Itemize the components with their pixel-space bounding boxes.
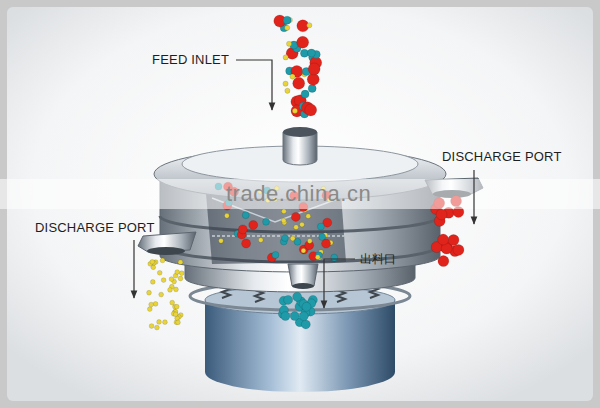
particle [448,234,459,245]
particle [305,104,317,116]
particle [169,277,174,282]
particle [293,77,305,89]
particles [147,15,464,330]
particle [249,221,258,230]
particle [308,84,316,92]
particle [315,252,322,259]
particle [168,288,173,293]
particle [438,256,449,267]
callout-label: DISCHARGE PORT [35,220,155,236]
particle [436,209,447,220]
particle [306,214,311,219]
particle [149,324,154,329]
particle [301,90,309,98]
particle [157,270,162,275]
inlet-mouth [283,127,317,137]
particle [160,258,165,263]
particle [284,295,293,304]
leader-lines [134,60,474,308]
particle [322,239,331,248]
particle [301,320,310,329]
particle [301,248,306,253]
particle [297,36,309,48]
particle [453,244,464,255]
particle [150,259,155,264]
particle [173,312,178,317]
particle [282,209,287,214]
particle [290,312,299,321]
particle [176,320,181,325]
particle [315,255,320,260]
particle [317,223,324,230]
particle [294,225,299,230]
particle [283,55,288,60]
leader-line [236,60,272,110]
particle [331,254,338,261]
particle [258,238,263,243]
particle [147,290,152,295]
particle [238,225,247,234]
particle [300,222,305,227]
particle [299,312,308,321]
spout-opening [292,283,314,289]
particle [242,212,249,219]
particle [150,280,155,285]
particle [179,271,184,276]
particle [290,74,295,79]
particle [290,236,295,241]
motor-base [205,300,395,392]
particle [308,63,320,75]
particle [302,302,311,311]
leader-line [473,170,474,224]
particle [242,239,251,248]
particle [285,25,290,30]
particle [291,212,300,221]
watermark-band [0,179,600,209]
particle [293,292,302,301]
spout-opening [147,247,185,255]
particle [283,16,291,24]
leader-line [133,240,134,298]
particle [170,300,175,305]
particle [281,312,290,321]
callout-label: FEED INLET [152,52,229,68]
particle [159,292,164,297]
callout-label: 出料口 [360,251,397,267]
particle [224,213,229,218]
middle-spout [288,264,318,286]
particle [155,325,160,330]
particle [283,81,288,86]
particle [263,218,270,225]
particle [153,301,158,306]
particle [307,23,312,28]
particle [174,287,179,292]
watermark: trade.china.cn [226,181,371,207]
particle [281,218,286,223]
leader-line [324,259,355,308]
particle [281,234,288,241]
particle [157,320,162,325]
particle [286,41,291,46]
particle [174,304,179,309]
particle [163,320,168,325]
particle [307,239,312,244]
particle [161,278,166,283]
particle [272,251,279,258]
callout-label: DISCHARGE PORT [442,149,562,165]
particle [147,307,152,312]
particle [178,276,183,281]
particle [175,270,180,275]
particle [149,302,154,307]
particle [292,108,297,113]
particle [219,238,224,243]
particle [285,88,290,93]
particle [307,49,315,57]
particle [178,260,183,265]
particle [438,234,449,245]
